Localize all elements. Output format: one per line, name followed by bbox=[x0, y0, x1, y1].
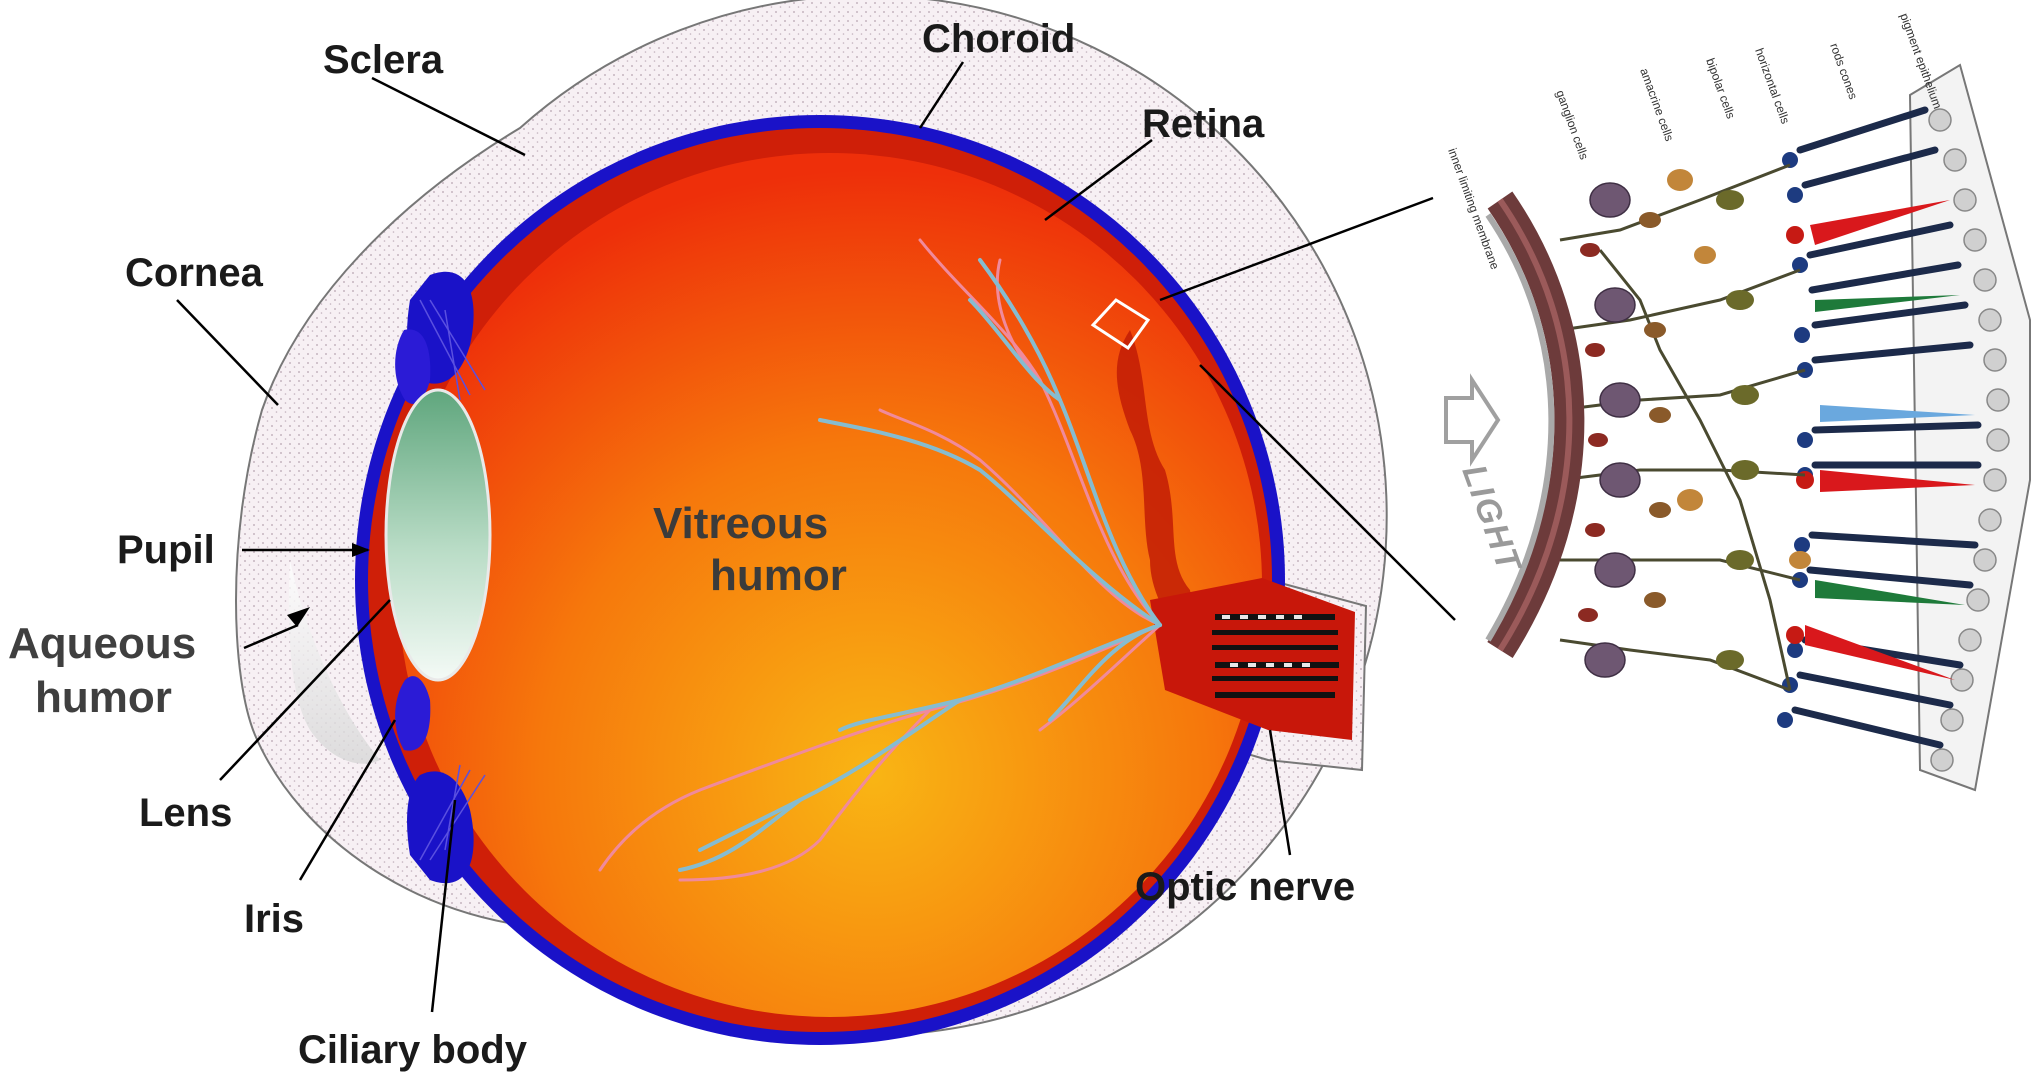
light-arrow-icon bbox=[1446, 380, 1498, 460]
ganglion-cells bbox=[1585, 183, 1640, 677]
retina-detail-panel: LIGHT inner limiting membrane ganglion c… bbox=[1445, 11, 2030, 790]
layer-label-rods-cones: rods cones bbox=[1827, 41, 1860, 101]
label-vitreous-humor-line1: Vitreous bbox=[653, 499, 828, 548]
label-iris: Iris bbox=[244, 897, 304, 941]
label-lens: Lens bbox=[139, 791, 232, 835]
layer-label-horizontal: horizontal cells bbox=[1752, 46, 1792, 125]
label-retina: Retina bbox=[1142, 102, 1265, 146]
label-pupil: Pupil bbox=[117, 528, 215, 572]
layer-label-bipolar: bipolar cells bbox=[1703, 56, 1738, 120]
light-label: LIGHT bbox=[1454, 460, 1528, 579]
label-sclera: Sclera bbox=[323, 38, 444, 82]
label-cornea: Cornea bbox=[125, 251, 264, 295]
layer-label-ganglion: ganglion cells bbox=[1553, 88, 1591, 161]
amacrine-cells bbox=[1639, 212, 1671, 608]
layer-label-amacrine: amacrine cells bbox=[1637, 66, 1676, 143]
label-choroid: Choroid bbox=[922, 17, 1075, 61]
label-optic-nerve: Optic nerve bbox=[1135, 865, 1355, 909]
label-aqueous-humor-line1: Aqueous bbox=[8, 619, 196, 668]
label-ciliary-body: Ciliary body bbox=[298, 1028, 528, 1072]
label-vitreous-humor-line2: humor bbox=[710, 551, 847, 600]
neural-network bbox=[1560, 165, 1805, 690]
bipolar-cells bbox=[1716, 190, 1759, 670]
lens-body bbox=[386, 390, 490, 680]
label-aqueous-humor-line2: humor bbox=[35, 673, 172, 722]
